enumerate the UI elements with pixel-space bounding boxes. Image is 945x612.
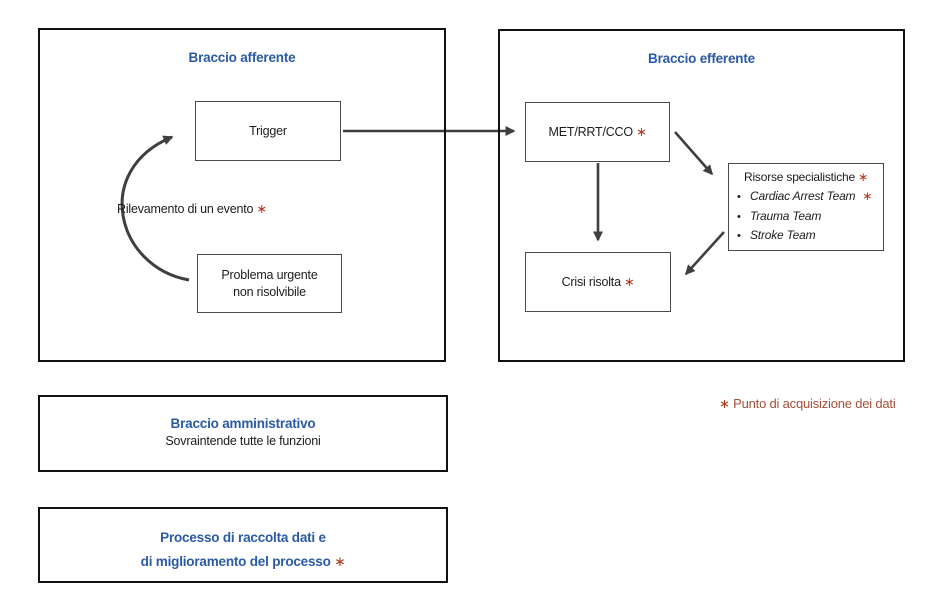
loop-arrow-problem-to-trigger [120,135,190,282]
legend-label: Punto di acquisizione dei dati [733,396,896,411]
data-point-asterisk: ∗ [858,170,868,184]
specialist-resources-title: Risorse specialistiche ∗ [744,170,868,184]
process-line1: Processo di raccolta dati e [160,530,326,545]
afferent-arm-panel: Braccio afferente [38,28,446,362]
resource-item-cardiac-arrest-team: • Cardiac Arrest Team ∗ [737,187,875,207]
bullet-icon: • [737,191,741,203]
process-line2: di miglioramento del processo ∗ [140,554,346,569]
urgent-problem-line2: non risolvibile [233,284,306,299]
met-rrt-cco-node: MET/RRT/CCO ∗ [525,102,670,162]
urgent-problem-node: Problema urgente non risolvibile [197,254,342,313]
data-point-asterisk: ∗ [256,202,267,216]
crisis-resolved-node: Crisi risolta ∗ [525,252,671,312]
data-point-asterisk: ∗ [636,124,647,139]
data-point-asterisk: ∗ [334,554,346,569]
arrow-resources-to-crisis [684,231,725,276]
bullet-icon: • [737,230,741,242]
data-point-asterisk: ∗ [862,189,873,203]
urgent-problem-line1: Problema urgente [221,267,318,282]
afferent-arm-title: Braccio afferente [188,50,296,65]
administrative-arm-title: Braccio amministrativo [170,416,316,431]
trigger-node: Trigger [195,101,341,161]
arrow-met-to-resources [674,131,713,176]
efferent-arm-panel: Braccio efferente [498,29,905,362]
trigger-label: Trigger [249,123,287,138]
bullet-icon: • [737,210,741,223]
resource-item-trauma-team: • Trauma Team [737,207,875,227]
met-rrt-cco-label: MET/RRT/CCO ∗ [548,124,647,139]
efferent-arm-title: Braccio efferente [648,51,755,66]
data-collection-process-panel: Processo di raccolta dati e di miglioram… [38,507,448,583]
administrative-arm-subtitle: Sovraintende tutte le funzioni [165,434,321,448]
resource-item-stroke-team: • Stroke Team [737,226,875,246]
administrative-arm-panel: Braccio amministrativo Sovraintende tutt… [38,395,448,472]
data-point-asterisk: ∗ [624,274,635,289]
legend: ∗ Punto di acquisizione dei dati [719,396,896,412]
legend-asterisk-icon: ∗ [719,396,730,411]
crisis-resolved-label: Crisi risolta ∗ [561,274,635,289]
event-detection-label: Rilevamento di un evento ∗ [117,202,267,216]
specialist-resources-node: Risorse specialistiche ∗ • Cardiac Arres… [728,163,884,251]
